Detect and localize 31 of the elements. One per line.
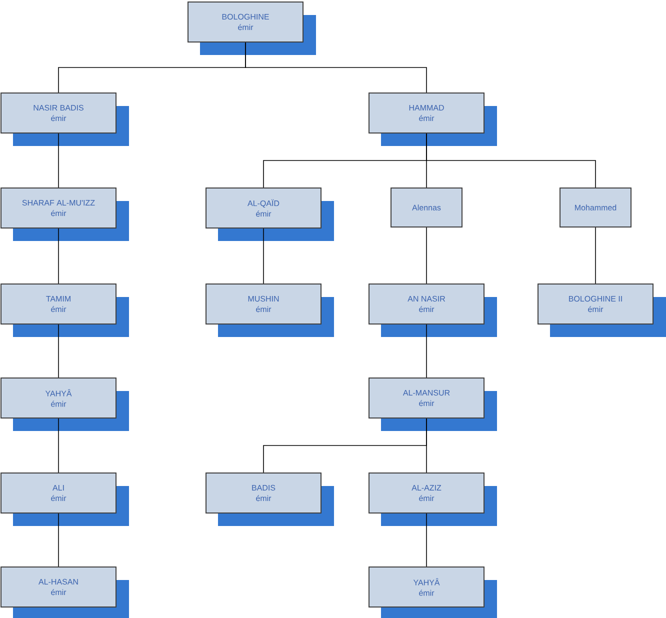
person-box: AN NASIR émir (368, 284, 497, 337)
person-box: AL-HASAN émir (0, 566, 129, 618)
person-box: BOLOGHINE émir (188, 2, 316, 55)
connector-line (426, 133, 596, 188)
connector-line (426, 227, 427, 284)
connector-line (426, 513, 427, 567)
person-box: YAHYÂ émir (0, 378, 129, 431)
connector-line (58, 418, 59, 473)
person-box: MUSHIN émir (206, 284, 334, 337)
person-box: SHARAF AL-MU'IZZ émir (0, 188, 129, 241)
person-box: NASIR BADIS émir (0, 92, 129, 146)
person-box: AL-AZIZ émir (368, 472, 497, 526)
name-box: Alennas (390, 188, 462, 228)
connector-line (58, 228, 59, 284)
name-box: Mohammed (560, 188, 632, 228)
person-box: AL-MANSUR émir (368, 378, 497, 431)
person-box: ALI émir (0, 472, 129, 526)
person-box: HAMMAD émir (368, 92, 497, 146)
connector-line (58, 513, 59, 567)
connector-line (426, 418, 427, 473)
connector-line (263, 228, 264, 284)
person-box: YAHYÂ émir (368, 566, 497, 618)
person-box: BOLOGHINE II émir (538, 284, 666, 337)
connector-line (245, 42, 427, 93)
connector-line (595, 227, 596, 284)
connector-line (426, 324, 427, 378)
person-box: AL-QAÏD émir (206, 188, 334, 241)
person-box: BADIS émir (206, 472, 334, 526)
connector-line (58, 133, 59, 188)
person-box: TAMIM émir (0, 284, 129, 337)
connector-line (58, 324, 59, 378)
